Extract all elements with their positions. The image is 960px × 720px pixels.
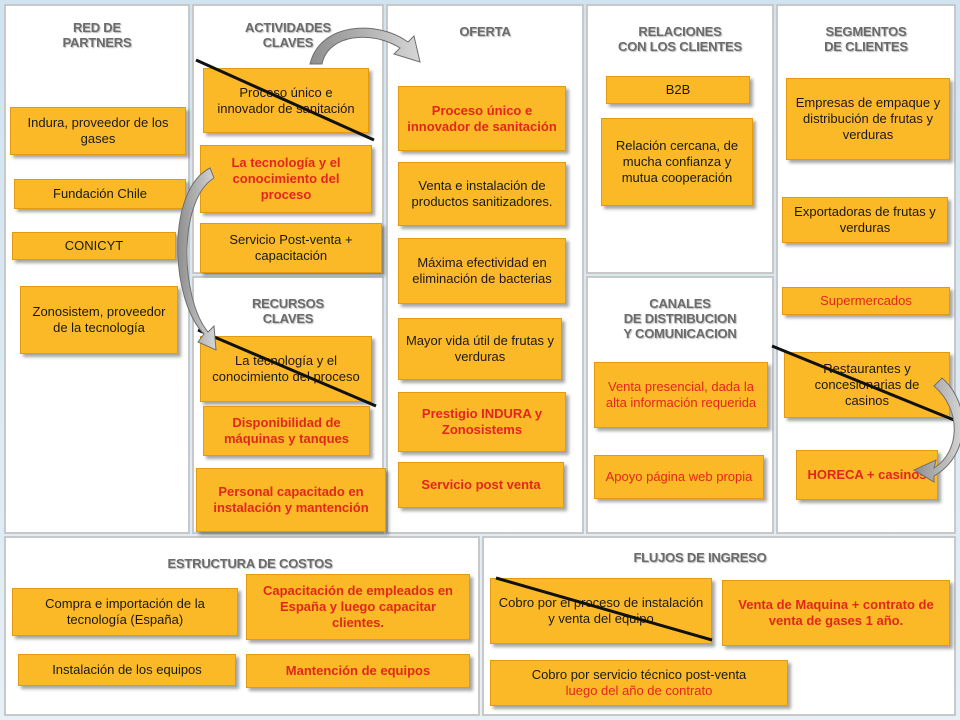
segment-supermercados: Supermercados (782, 287, 950, 315)
offer-servicio-post-venta: Servicio post venta (398, 462, 564, 508)
partners-header: RED DE PARTNERS (62, 20, 132, 50)
cost-mantencion: Mantención de equipos (246, 654, 470, 688)
offer-header: OFERTA (459, 24, 511, 39)
partners-panel (4, 4, 190, 534)
segment-exportadoras: Exportadoras de frutas y verduras (782, 197, 948, 243)
resource-tecnologia: La tecnología y el conocimiento del proc… (200, 336, 372, 402)
cost-compra-importacion: Compra e importación de la tecnología (E… (12, 588, 238, 636)
relations-header: RELACIONES CON LOS CLIENTES (618, 24, 742, 54)
activity-servicio-postventa: Servicio Post-venta + capacitación (200, 223, 382, 273)
revenue-header: FLUJOS DE INGRESO (633, 550, 767, 565)
offer-maxima-efectividad: Máxima efectividad en eliminación de bac… (398, 238, 566, 304)
relation-cercana: Relación cercana, de mucha confianza y m… (601, 118, 753, 206)
channels-header: CANALES DE DISTRIBUCION Y COMUNICACION (623, 296, 737, 341)
partner-fundacion-chile: Fundación Chile (14, 179, 186, 209)
partner-indura: Indura, proveedor de los gases (10, 107, 186, 155)
offer-mayor-vida-util: Mayor vida útil de frutas y verduras (398, 318, 562, 380)
offer-venta-instalacion: Venta e instalación de productos sanitiz… (398, 162, 566, 226)
revenue-servicio-tecnico: Cobro por servicio técnico post-venta lu… (490, 660, 788, 706)
partner-zonosistem: Zonosistem, proveedor de la tecnología (20, 286, 178, 354)
resources-header: RECURSOS CLAVES (251, 296, 325, 326)
activity-proceso-unico: Proceso único e innovador de sanitación (203, 68, 369, 133)
resource-personal: Personal capacitado en instalación y man… (196, 468, 386, 532)
offer-prestigio: Prestigio INDURA y Zonosistems (398, 392, 566, 452)
cost-capacitacion: Capacitación de empleados en España y lu… (246, 574, 470, 640)
resource-maquinas: Disponibilidad de máquinas y tanques (203, 406, 370, 456)
relation-b2b: B2B (606, 76, 750, 104)
partner-conicyt: CONICYT (12, 232, 176, 260)
segments-header: SEGMENTOS DE CLIENTES (824, 24, 908, 54)
revenue-servicio-tecnico-text: Cobro por servicio técnico post-venta (531, 667, 747, 682)
segment-empaque: Empresas de empaque y distribución de fr… (786, 78, 950, 160)
segment-restaurantes: Restaurantes y concesionarias de casinos (784, 352, 950, 418)
activities-header: ACTIVIDADES CLAVES (245, 20, 331, 50)
revenue-cobro-instalacion: Cobro por el proceso de instalación y ve… (490, 578, 712, 644)
costs-header: ESTRUCTURA DE COSTOS (167, 556, 333, 571)
channel-pagina-web: Apoyo página web propia (594, 455, 764, 499)
revenue-servicio-tecnico-highlight: luego del año de contrato (565, 683, 713, 698)
revenue-venta-maquina: Venta de Maquina + contrato de venta de … (722, 580, 950, 646)
channel-venta-presencial: Venta presencial, dada la alta informaci… (594, 362, 768, 428)
offer-proceso-unico: Proceso único e innovador de sanitación (398, 86, 566, 151)
segment-horeca: HORECA + casinos (796, 450, 938, 500)
activity-tecnologia: La tecnología y el conocimiento del proc… (200, 145, 372, 213)
cost-instalacion: Instalación de los equipos (18, 654, 236, 686)
